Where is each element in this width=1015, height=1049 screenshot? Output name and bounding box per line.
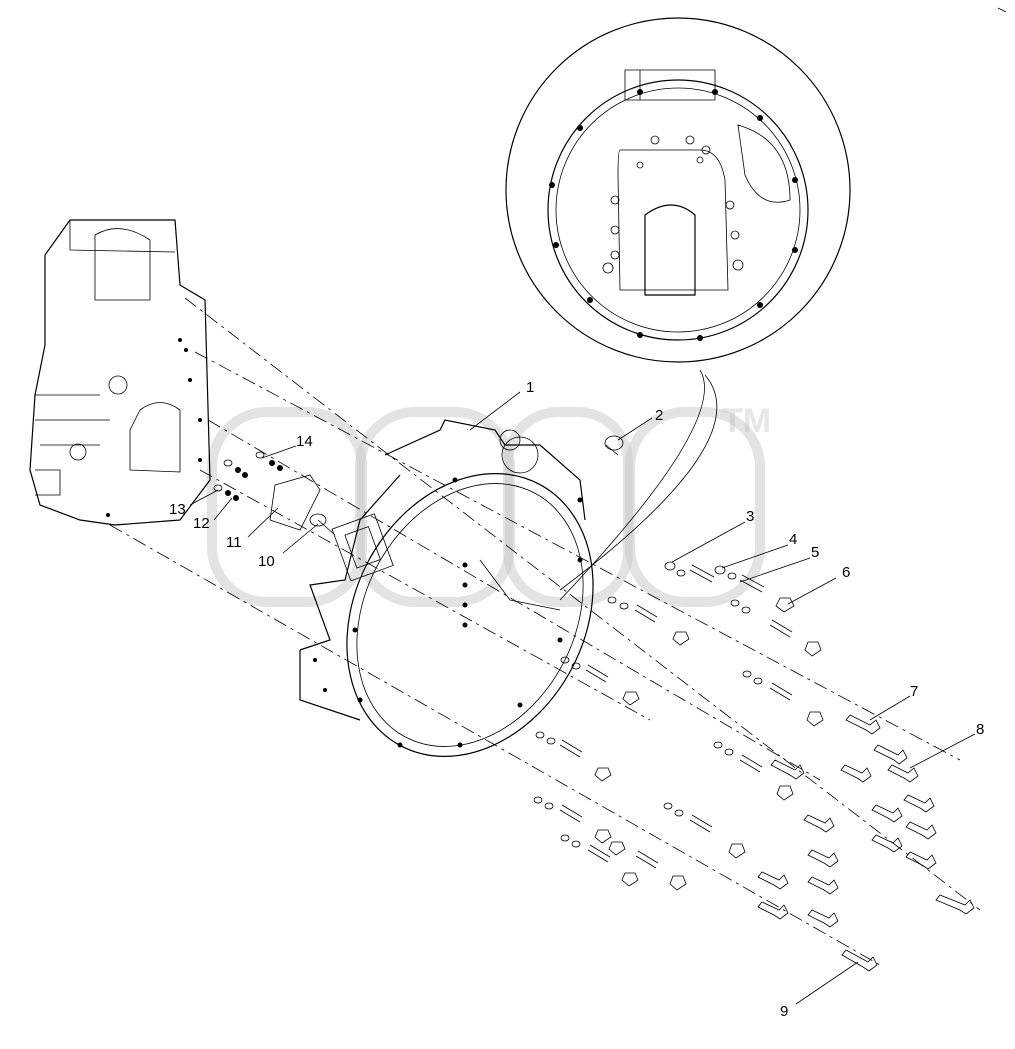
- callout-7: 7: [910, 683, 918, 700]
- callout-1: 1: [526, 379, 534, 396]
- callout-leaders: [189, 391, 976, 1005]
- callout-9: 9: [780, 1003, 788, 1020]
- callout-11: 11: [226, 534, 242, 551]
- callout-4: 4: [789, 531, 797, 548]
- washer-row-5: [533, 796, 746, 859]
- callout-5: 5: [811, 544, 819, 561]
- washer-row-6: [560, 834, 687, 891]
- washer-row-3: [560, 656, 824, 727]
- alignment-lines: [109, 297, 981, 966]
- callout-2: 2: [655, 407, 663, 424]
- callout-6: 6: [842, 564, 850, 581]
- washer-row-4: [535, 731, 794, 801]
- detail-inset: [505, 17, 851, 601]
- cover-plate-parts: [213, 435, 624, 536]
- washer-row-1: [664, 561, 795, 613]
- washer-row-2: [607, 596, 822, 657]
- watermark-tm: TM: [722, 402, 771, 440]
- callout-8: 8: [976, 721, 984, 738]
- engine-block: [29, 219, 211, 526]
- flywheel-housing: [299, 419, 594, 757]
- callout-10: 10: [258, 553, 275, 570]
- callout-12: 12: [193, 515, 210, 532]
- fasteners: [533, 561, 975, 972]
- callout-13: 13: [169, 501, 186, 518]
- bolt-cluster-right: [757, 714, 975, 972]
- callout-14: 14: [296, 433, 313, 450]
- callout-labels: 1 2 3 4 5 6 7 8 9 10 11 12 13 14: [169, 379, 984, 1020]
- corner-mark: [997, 7, 1007, 13]
- callout-3: 3: [746, 508, 754, 525]
- watermark: TM: [207, 402, 771, 607]
